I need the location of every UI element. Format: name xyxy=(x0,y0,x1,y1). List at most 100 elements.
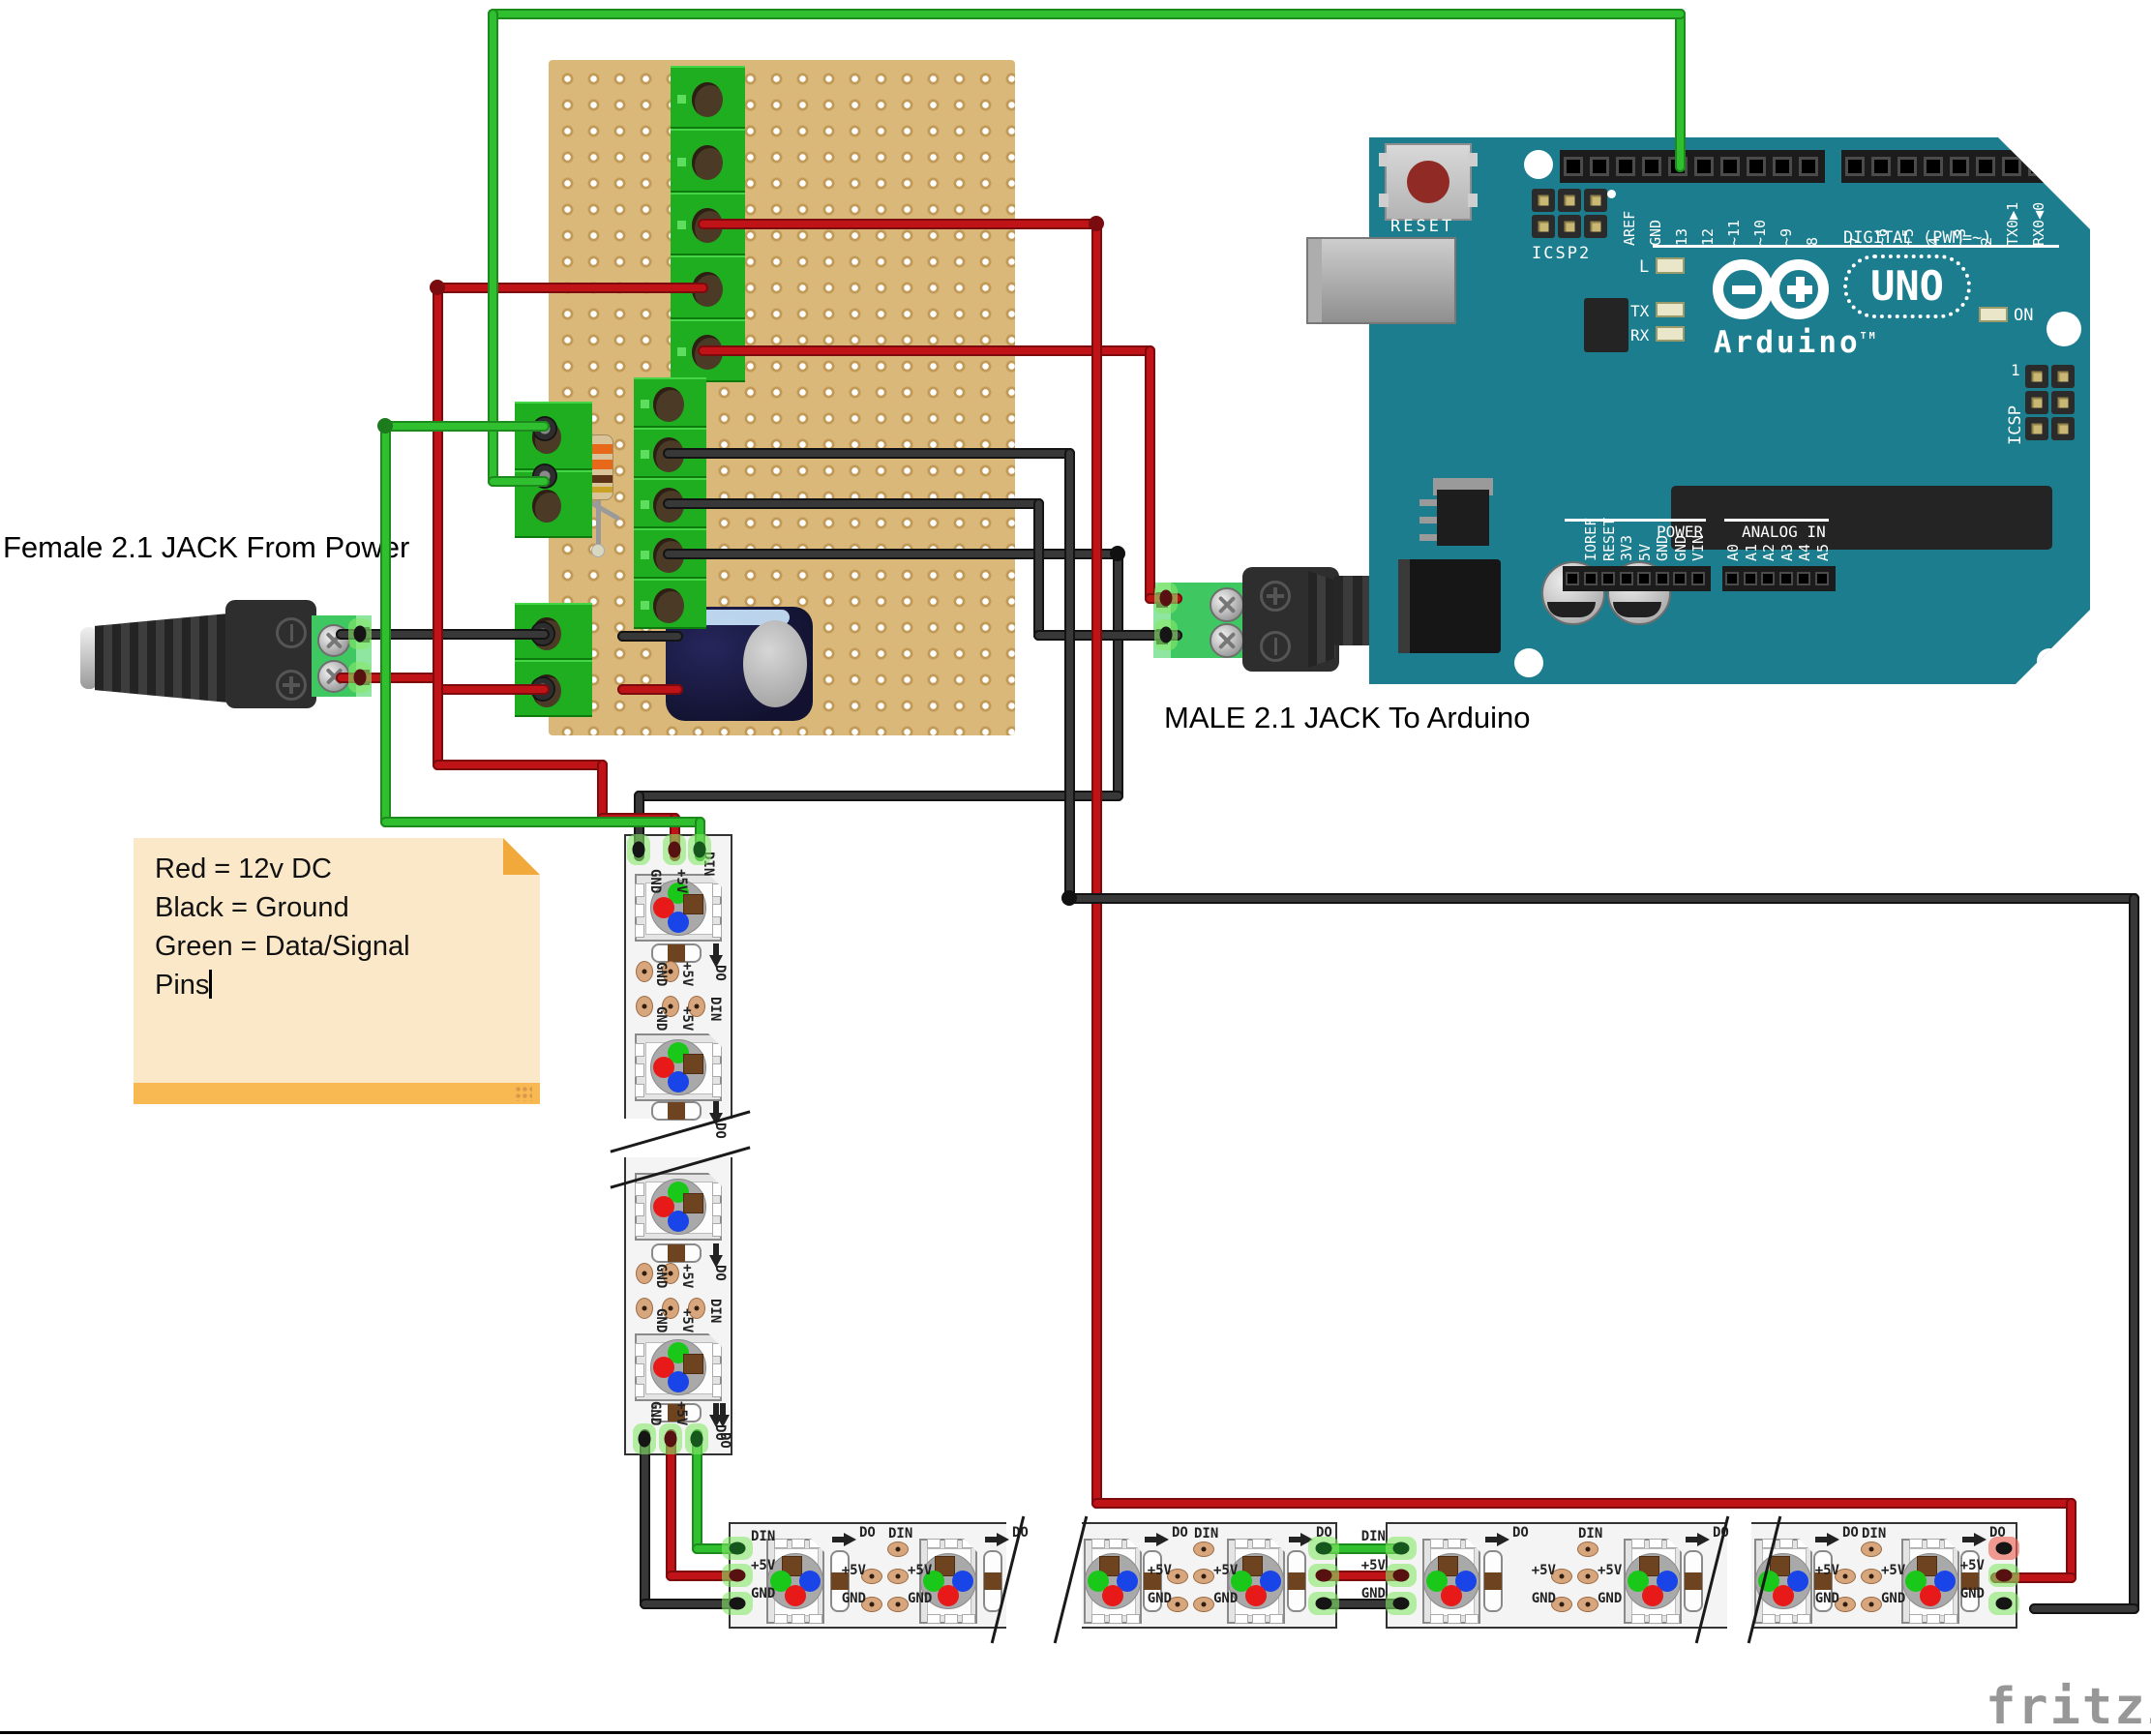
terminal-cell[interactable] xyxy=(671,66,745,130)
wire-jumper-din[interactable] xyxy=(1318,1542,1407,1554)
header-pin[interactable] xyxy=(1924,157,1943,176)
led-module[interactable] xyxy=(635,1333,722,1401)
solder-pad[interactable] xyxy=(1193,1569,1214,1584)
solder-pad[interactable] xyxy=(1167,1569,1188,1584)
led-module[interactable] xyxy=(1084,1539,1142,1624)
wire-strip2-to-strip3-5v[interactable] xyxy=(665,1570,743,1581)
connection-pad[interactable] xyxy=(1988,1592,2019,1615)
solder-pad[interactable] xyxy=(1551,1597,1572,1612)
wire-data-terminal-to-strip1[interactable] xyxy=(379,816,705,827)
wire-12v-terminal-to-strip1[interactable] xyxy=(432,282,443,770)
wire-12v-female-to-terminal[interactable] xyxy=(432,683,550,695)
header-pin[interactable] xyxy=(1747,157,1766,176)
terminal-hole[interactable] xyxy=(653,588,684,623)
connection-pad[interactable] xyxy=(348,618,372,649)
wire-gnd-strip1-feed[interactable] xyxy=(633,790,1123,801)
solder-pad[interactable] xyxy=(887,1541,909,1557)
connection-pad[interactable] xyxy=(663,834,686,865)
digital-header-right[interactable] xyxy=(1841,150,2060,183)
wire-gnd-to-far-strip[interactable] xyxy=(2028,1602,2139,1614)
header-pin[interactable] xyxy=(1583,572,1598,585)
wire-jumper-gnd[interactable] xyxy=(1318,1598,1407,1609)
connection-pad[interactable] xyxy=(348,662,372,693)
header-pin[interactable] xyxy=(1761,572,1775,585)
terminal-cell[interactable] xyxy=(671,129,745,193)
header-pin[interactable] xyxy=(1976,157,1995,176)
solder-pad[interactable] xyxy=(861,1597,882,1612)
header-pin[interactable] xyxy=(1564,157,1583,176)
reset-button-cap[interactable] xyxy=(1407,161,1449,203)
connection-pad[interactable] xyxy=(1988,1564,2019,1587)
note-resize-grip[interactable] xyxy=(515,1086,532,1101)
icsp-pin[interactable] xyxy=(2025,391,2048,414)
wire-12v-to-male-jack[interactable] xyxy=(1144,344,1155,604)
solder-pad[interactable] xyxy=(1861,1597,1882,1612)
wire-12v-terminal-to-strip1[interactable] xyxy=(432,282,708,293)
connection-pad[interactable] xyxy=(685,1423,708,1454)
solder-pad[interactable] xyxy=(1167,1597,1188,1612)
wire-jumper-5v[interactable] xyxy=(1318,1570,1407,1581)
wire-strip2-to-strip3-din[interactable] xyxy=(691,1542,743,1554)
solder-pad[interactable] xyxy=(1835,1597,1856,1612)
wire-12v-to-far-strip[interactable] xyxy=(1090,1497,2076,1509)
header-pin[interactable] xyxy=(1637,572,1651,585)
connection-pad[interactable] xyxy=(688,834,711,865)
wire-12v-to-far-strip[interactable] xyxy=(2065,1497,2076,1583)
led-module[interactable] xyxy=(1624,1539,1682,1624)
wire-strip2-to-strip3-gnd[interactable] xyxy=(639,1428,650,1609)
connection-pad[interactable] xyxy=(633,1423,656,1454)
header-pin[interactable] xyxy=(1773,157,1792,176)
wire-data-terminal-to-strip1[interactable] xyxy=(379,420,550,432)
solder-pad[interactable] xyxy=(1577,1569,1598,1584)
header-pin[interactable] xyxy=(1720,157,1740,176)
wire-gnd-to-male-jack[interactable] xyxy=(1032,497,1044,641)
terminal-hole[interactable] xyxy=(532,489,561,523)
led-module[interactable] xyxy=(635,874,722,942)
header-pin[interactable] xyxy=(2028,157,2047,176)
header-pin[interactable] xyxy=(1601,572,1615,585)
connection-pad[interactable] xyxy=(1308,1564,1339,1587)
note-text-line[interactable]: Pins xyxy=(155,966,503,1004)
note-text-line[interactable]: Green = Data/Signal xyxy=(155,931,410,962)
connection-pad[interactable] xyxy=(722,1564,753,1587)
terminal-hole[interactable] xyxy=(692,145,723,181)
solder-pad[interactable] xyxy=(662,1298,679,1319)
solder-pad[interactable] xyxy=(688,1298,705,1319)
wire-strip2-to-strip3-5v[interactable] xyxy=(665,1428,676,1581)
led-module[interactable] xyxy=(1422,1539,1480,1624)
wire-data-pin13-to-terminal[interactable] xyxy=(487,8,1686,19)
connection-pad[interactable] xyxy=(1154,583,1178,614)
connection-pad[interactable] xyxy=(1386,1537,1417,1560)
solder-pad[interactable] xyxy=(1577,1541,1598,1557)
led-module[interactable] xyxy=(766,1539,824,1624)
icsp-pin[interactable] xyxy=(1558,215,1581,238)
male-jack-screw[interactable] xyxy=(1210,623,1244,658)
connection-pad[interactable] xyxy=(1308,1592,1339,1615)
solder-pad[interactable] xyxy=(662,961,679,982)
wire-data-pin13-to-terminal[interactable] xyxy=(1674,8,1686,172)
icsp-pin[interactable] xyxy=(2051,417,2075,440)
wire-gnd-to-far-strip[interactable] xyxy=(662,447,1075,459)
wire-data-terminal-to-strip1[interactable] xyxy=(379,420,391,827)
reset-button[interactable] xyxy=(1379,143,1478,221)
solder-pad[interactable] xyxy=(1861,1541,1882,1557)
icsp-pin[interactable] xyxy=(1532,215,1555,238)
connection-pad[interactable] xyxy=(722,1537,753,1560)
led-module[interactable] xyxy=(635,1033,722,1101)
terminal-block-power[interactable] xyxy=(515,603,592,717)
solder-pad[interactable] xyxy=(1551,1569,1572,1584)
solder-pad[interactable] xyxy=(1861,1569,1882,1584)
header-pin[interactable] xyxy=(1655,572,1669,585)
icsp-pin[interactable] xyxy=(2051,391,2075,414)
solder-pad[interactable] xyxy=(1835,1569,1856,1584)
note-text-line[interactable]: Black = Ground xyxy=(155,892,349,923)
solder-pad[interactable] xyxy=(887,1569,909,1584)
header-pin[interactable] xyxy=(1566,572,1579,585)
led-module[interactable] xyxy=(635,1173,722,1241)
note-text-line[interactable]: Red = 12v DC xyxy=(155,853,332,884)
icsp-pin[interactable] xyxy=(2051,365,2075,388)
solder-pad[interactable] xyxy=(636,961,653,982)
connection-pad[interactable] xyxy=(627,834,650,865)
header-pin[interactable] xyxy=(1673,572,1687,585)
header-pin[interactable] xyxy=(1950,157,1969,176)
